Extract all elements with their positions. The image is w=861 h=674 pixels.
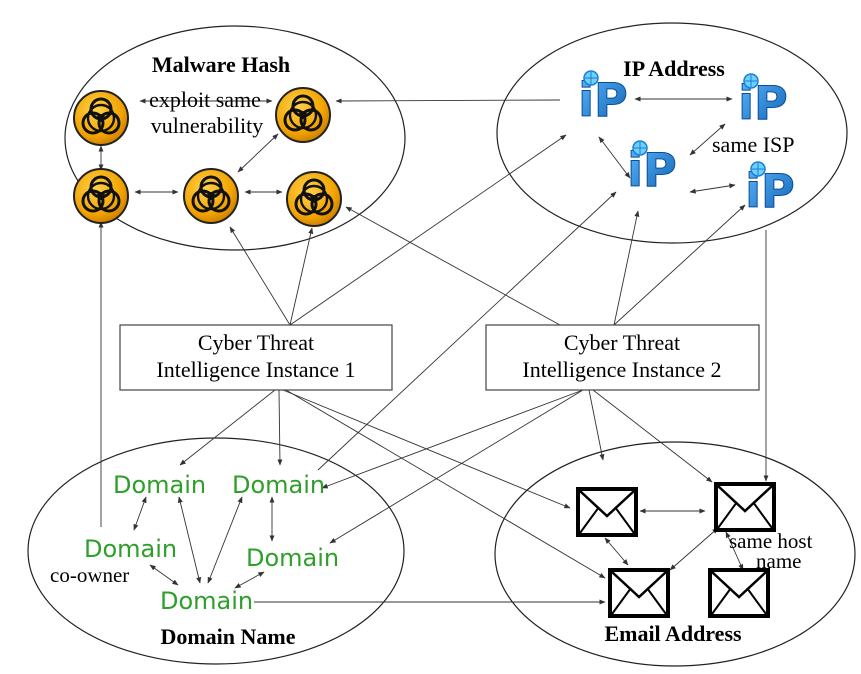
ip-address-group — [496, 22, 848, 244]
biohazard-icon — [274, 86, 332, 144]
email-address-title: Email Address — [604, 621, 742, 646]
svg-text:Intelligence Instance 1: Intelligence Instance 1 — [156, 357, 355, 382]
exploit-relation-label: exploit same — [149, 87, 261, 112]
domain-name-group — [27, 437, 405, 665]
ip-address-icon — [577, 70, 629, 128]
biohazard-icon — [285, 170, 343, 228]
biohazard-icon — [182, 167, 240, 225]
threat-intel-instance-2: Cyber Threat Intelligence Instance 2 — [485, 324, 760, 391]
biohazard-icon — [72, 167, 130, 225]
biohazard-icon — [72, 89, 130, 147]
envelope-icon — [608, 568, 670, 618]
domain-node: Domain — [113, 471, 206, 499]
domain-name-title: Domain Name — [160, 624, 295, 649]
domain-node: Domain — [232, 471, 325, 499]
threat-intel-instance-1: Cyber Threat Intelligence Instance 1 — [119, 324, 393, 391]
same-host-label: same host — [729, 529, 813, 553]
ip-address-title: IP Address — [623, 56, 725, 81]
co-owner-label: co-owner — [50, 563, 129, 587]
domain-node: Domain — [84, 535, 177, 563]
domain-node: Domain — [246, 544, 339, 572]
svg-text:Cyber Threat: Cyber Threat — [198, 330, 314, 355]
ip-address-icon — [737, 73, 789, 131]
malware-hash-group — [64, 25, 406, 251]
malware-hash-title: Malware Hash — [152, 52, 290, 77]
email-address-group — [494, 441, 856, 667]
svg-text:Intelligence Instance 2: Intelligence Instance 2 — [522, 357, 721, 382]
exploit-relation-label: vulnerability — [151, 113, 263, 138]
relation-edges — [98, 96, 769, 605]
same-isp-label: same ISP — [712, 132, 795, 157]
envelope-icon — [576, 487, 638, 537]
envelope-icon — [714, 482, 776, 532]
ip-address-icon — [626, 140, 678, 198]
domain-node: Domain — [160, 587, 253, 615]
ip-address-icon — [744, 161, 796, 219]
svg-text:Cyber Threat: Cyber Threat — [564, 330, 680, 355]
envelope-icon — [708, 568, 770, 618]
